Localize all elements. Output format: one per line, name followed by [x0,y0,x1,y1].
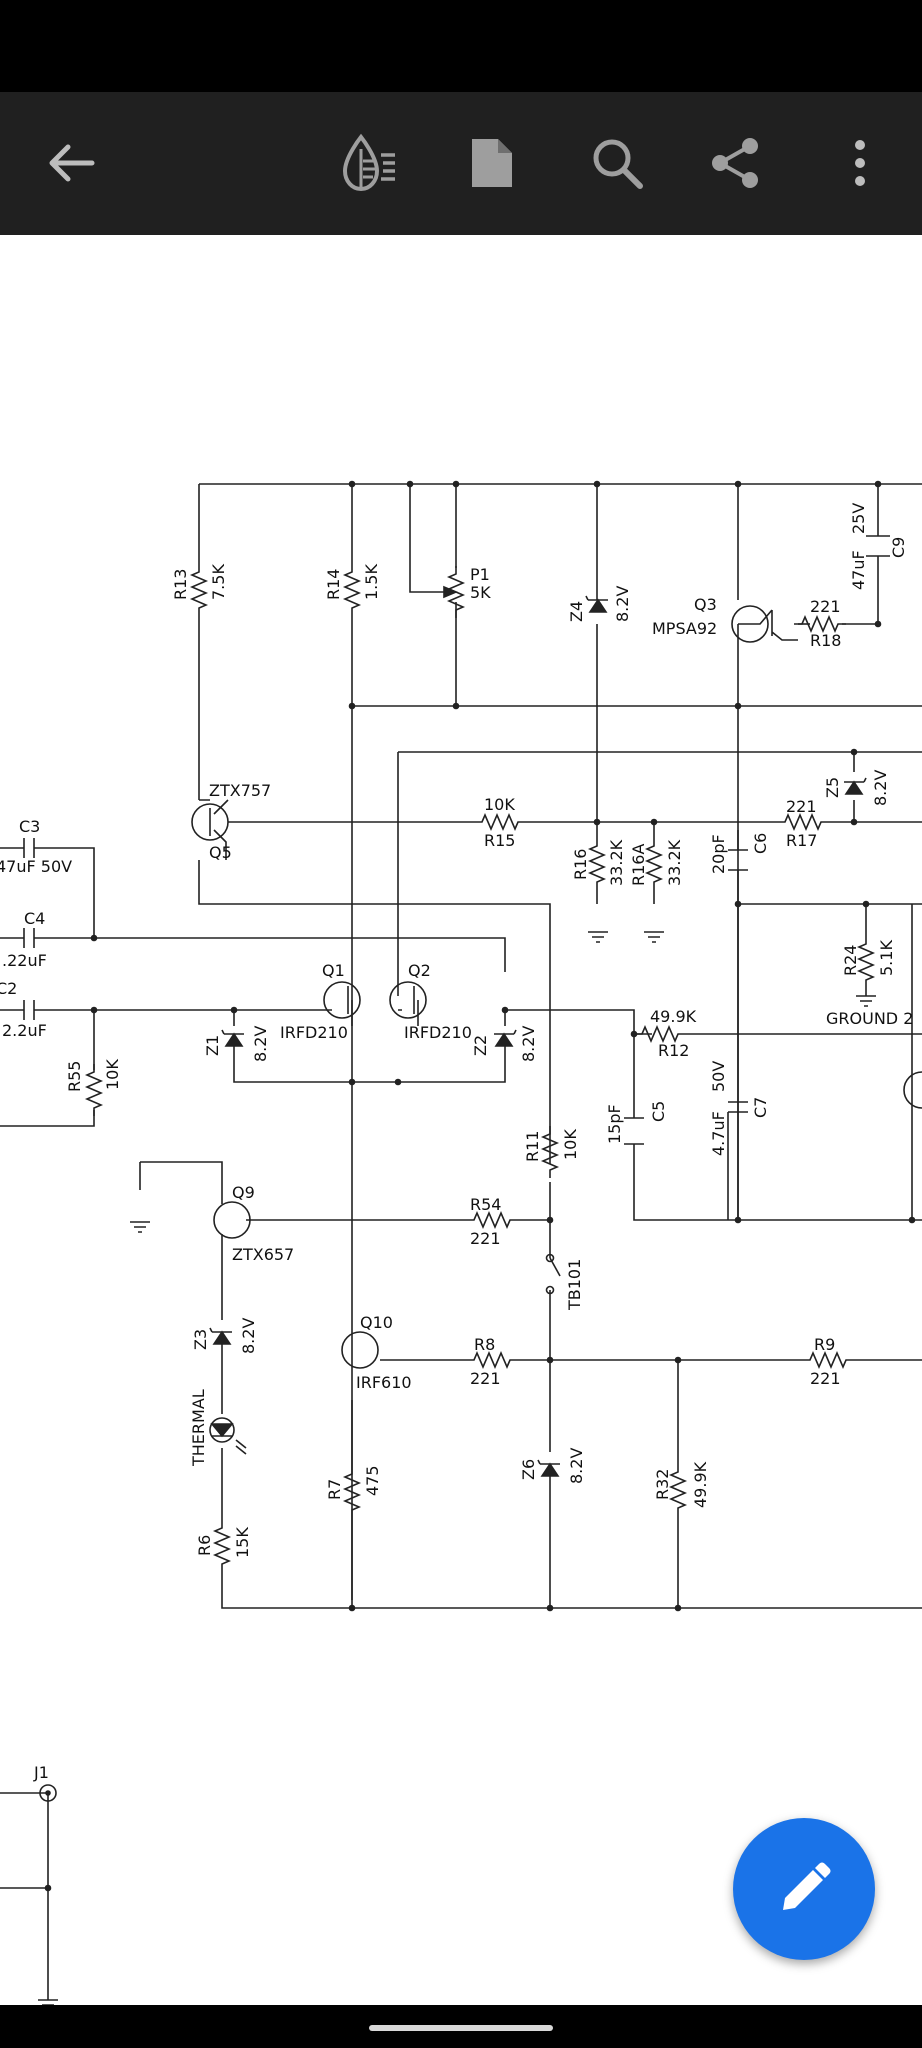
app-toolbar [0,92,922,235]
r9-label: R9 [814,1335,835,1354]
status-bar [0,0,922,92]
edit-fab[interactable] [733,1818,875,1960]
p1-label: P1 [470,565,490,584]
r55-label: R55 [65,1061,84,1092]
r11-label: R11 [523,1131,542,1162]
c7-label: C7 [751,1097,770,1118]
c2-value: 2.2uF [2,1021,47,1040]
tb101-label: TB101 [565,1259,584,1311]
r13-label: R13 [171,569,190,600]
r6-label: R6 [195,1535,214,1556]
z5-label: Z5 [823,777,842,798]
r54-label: R54 [470,1195,501,1214]
r11-value: 10K [561,1129,580,1160]
arrow-back-icon [49,144,95,182]
document-button[interactable] [452,123,532,203]
more-options-button[interactable] [820,123,900,203]
c2-label: C2 [0,979,17,998]
z5-value: 8.2V [871,770,890,806]
q2-part: IRFD210 [404,1023,472,1042]
p1-value: 5K [470,583,491,602]
r8-value: 221 [470,1369,501,1388]
ztx757-part: ZTX757 [209,781,271,800]
home-indicator[interactable] [369,2025,553,2031]
more-vert-icon [855,140,865,186]
j1-label: J1 [33,1763,49,1782]
back-button[interactable] [31,123,111,203]
c3-value: 47uF 50V [0,857,72,876]
layers-button[interactable] [329,123,409,203]
schematic-canvas[interactable]: R13 7.5K R14 1.5K P1 5K Z4 8.2V Q3 MPSA9… [0,235,922,2005]
z2-label: Z2 [471,1035,490,1056]
r16-value: 33.2K [607,839,626,886]
r18-value: 221 [810,597,841,616]
q9-label: Q9 [232,1183,255,1202]
c9-voltage: 25V [849,503,868,534]
c7-value: 4.7uF [709,1111,728,1156]
q3-part: MPSA92 [652,619,717,638]
q1-label: Q1 [322,961,345,980]
schematic-drawing: R13 7.5K R14 1.5K P1 5K Z4 8.2V Q3 MPSA9… [0,480,922,2005]
z3-label: Z3 [191,1329,210,1350]
r24-value: 5.1K [877,940,896,976]
share-button[interactable] [695,123,775,203]
irf610-part: IRF610 [356,1373,412,1392]
r12-value: 49.9K [650,1007,697,1026]
r54-value: 221 [470,1229,501,1248]
q2-label: Q2 [408,961,431,980]
r8-label: R8 [474,1335,495,1354]
z2-value: 8.2V [519,1026,538,1062]
c6-label: C6 [751,833,770,854]
c4-label: C4 [24,909,45,928]
r9-value: 221 [810,1369,841,1388]
r6-value: 15K [233,1527,252,1558]
r18-label: R18 [810,631,841,650]
r17-label: R17 [786,831,817,850]
z4-value: 8.2V [613,586,632,622]
r15-value: 10K [484,795,515,814]
q1-part: IRFD210 [280,1023,348,1042]
pencil-icon [783,1862,831,1910]
c5-label: C5 [649,1101,668,1122]
r16-label: R16 [571,849,590,880]
q5-label: Q5 [209,843,232,862]
r14-value: 1.5K [362,564,381,600]
r14-label: R14 [324,569,343,600]
c4-value: .22uF [2,951,47,970]
q10-label: Q10 [360,1313,393,1332]
c9-value: 47uF [849,550,868,590]
ztx657-part: ZTX657 [232,1245,294,1264]
thermal-label: THERMAL [189,1389,208,1467]
z6-label: Z6 [519,1459,538,1480]
document-icon [472,139,512,187]
c9-label: C9 [889,537,908,558]
share-icon [712,138,758,188]
z6-value: 8.2V [567,1448,586,1484]
r13-value: 7.5K [209,564,228,600]
z1-label: Z1 [203,1035,222,1056]
search-icon [593,139,643,189]
c5-value: 15pF [605,1104,624,1144]
r32-label: R32 [653,1469,672,1500]
r32-value: 49.9K [691,1461,710,1508]
r7-label: R7 [325,1479,344,1500]
r16a-value: 33.2K [665,839,684,886]
r16a-label: R16A [629,844,648,886]
r17-value: 221 [786,797,817,816]
r7-value: 475 [363,1465,382,1496]
q3-label: Q3 [694,595,717,614]
ground2-label: GROUND 2 [826,1009,913,1028]
c3-label: C3 [19,817,40,836]
r55-value: 10K [103,1059,122,1090]
layers-icon [342,133,395,192]
r12-label: R12 [658,1041,689,1060]
search-button[interactable] [577,123,657,203]
z1-value: 8.2V [251,1026,270,1062]
z3-value: 8.2V [239,1318,258,1354]
c6-value: 20pF [709,834,728,874]
c7-voltage: 50V [709,1061,728,1092]
r24-label: R24 [841,945,860,976]
z4-label: Z4 [567,601,586,622]
r15-label: R15 [484,831,515,850]
